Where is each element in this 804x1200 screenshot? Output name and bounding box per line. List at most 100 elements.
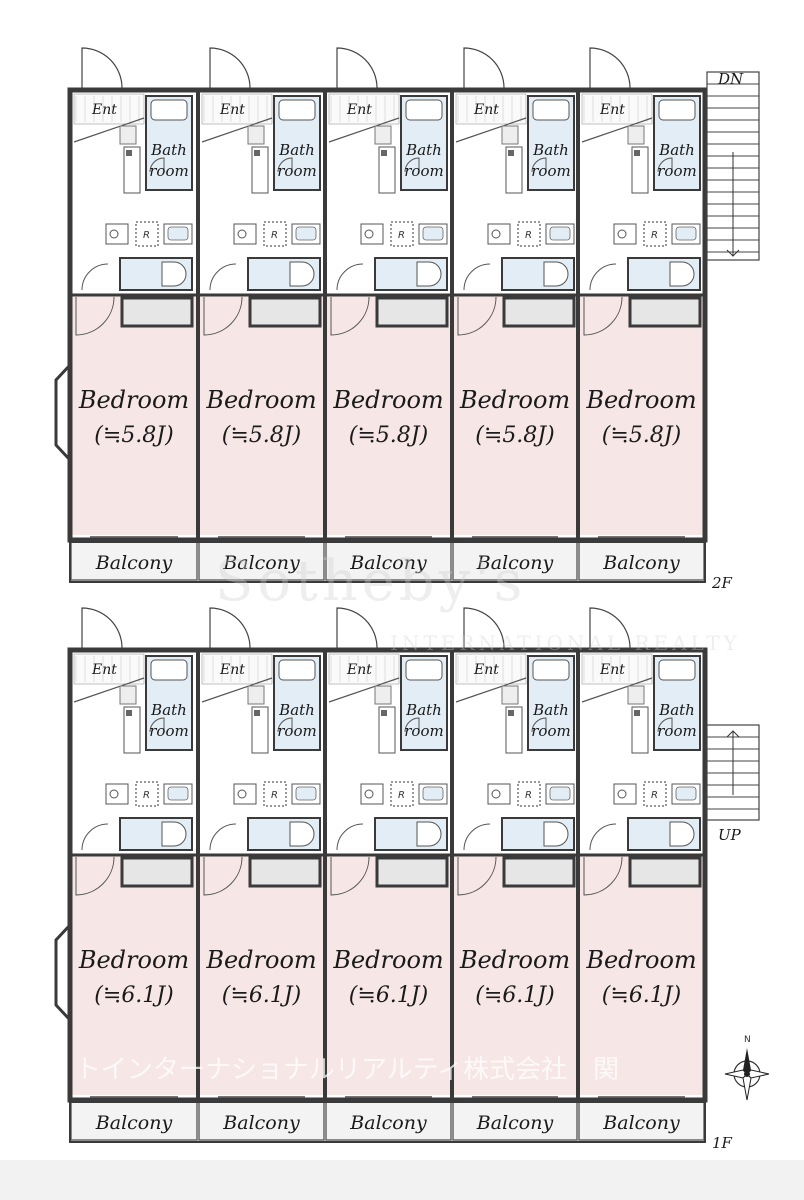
bath-door-swing bbox=[657, 717, 673, 733]
bedroom-label: Bedroom bbox=[332, 386, 443, 414]
toilet-door-swing bbox=[81, 263, 109, 291]
balcony bbox=[325, 541, 452, 581]
watermark-tagline: INTERNATIONAL REALTY bbox=[390, 631, 741, 655]
door-swing-icon bbox=[203, 856, 243, 896]
shelf-icon bbox=[119, 125, 137, 145]
bathroom-label-line1: Bath bbox=[278, 141, 315, 159]
door-swing-icon bbox=[463, 47, 505, 89]
door-swing-icon bbox=[457, 856, 497, 896]
bathtub-icon bbox=[658, 659, 696, 681]
stove-icon bbox=[613, 223, 637, 245]
bedroom-label: Bedroom bbox=[459, 386, 570, 414]
bedroom-label: Bedroom bbox=[332, 946, 443, 974]
bathroom-label-line2: room bbox=[404, 162, 443, 180]
bathroom-label-line2: room bbox=[657, 162, 696, 180]
entrance-step bbox=[581, 677, 653, 703]
balcony bbox=[70, 541, 198, 581]
closet bbox=[120, 296, 194, 328]
fridge-label: R bbox=[271, 790, 278, 801]
faucet-icon bbox=[508, 710, 514, 716]
bedroom-band bbox=[70, 295, 705, 535]
bedroom-area: (≒6.1J) bbox=[349, 983, 428, 1008]
sink-basin bbox=[422, 226, 444, 241]
bathtub-icon bbox=[278, 99, 316, 121]
balcony-label: Balcony bbox=[222, 552, 300, 574]
fridge-icon bbox=[263, 221, 287, 247]
entrance-step bbox=[455, 677, 527, 703]
bedroom-label: Bedroom bbox=[78, 386, 189, 414]
bathroom-label-line2: room bbox=[149, 162, 188, 180]
bathroom-label-line1: Bath bbox=[405, 141, 442, 159]
faucet-icon bbox=[381, 710, 387, 716]
entrance-floor bbox=[328, 653, 400, 685]
party-wall bbox=[196, 650, 200, 1100]
entrance-step bbox=[73, 117, 145, 143]
stove-icon bbox=[233, 783, 257, 805]
stove-icon bbox=[233, 223, 257, 245]
bathtub-icon bbox=[150, 99, 188, 121]
bedroom-label: Bedroom bbox=[585, 386, 696, 414]
balcony-label: Balcony bbox=[349, 1112, 427, 1134]
closet bbox=[375, 296, 449, 328]
bedroom-area: (≒5.8J) bbox=[222, 423, 301, 448]
bedroom-label: Bedroom bbox=[205, 946, 316, 974]
faucet-icon bbox=[508, 150, 514, 156]
entrance-step bbox=[581, 117, 653, 143]
shelf-icon bbox=[247, 125, 265, 145]
shelf-icon bbox=[374, 685, 392, 705]
stove-icon bbox=[487, 223, 511, 245]
entrance-step bbox=[455, 117, 527, 143]
fridge-label: R bbox=[271, 230, 278, 241]
washbasin-icon bbox=[378, 706, 396, 754]
bedroom-band bbox=[70, 855, 705, 1095]
toilet-icon bbox=[289, 261, 315, 287]
fridge-label: R bbox=[143, 230, 150, 241]
washbasin-icon bbox=[631, 706, 649, 754]
door-swing-icon bbox=[589, 47, 631, 89]
bathroom-label-line1: Bath bbox=[658, 141, 695, 159]
closet bbox=[375, 856, 449, 888]
fridge-label: R bbox=[651, 230, 658, 241]
entrance-step bbox=[201, 677, 273, 703]
stove-icon bbox=[105, 223, 129, 245]
entrance-floor bbox=[73, 653, 145, 685]
bathtub-icon bbox=[278, 659, 316, 681]
washbasin-icon bbox=[505, 706, 523, 754]
burner-icon bbox=[109, 789, 119, 799]
fridge-icon bbox=[517, 221, 541, 247]
entrance-label: Ent bbox=[473, 662, 499, 678]
toilet-icon bbox=[543, 821, 569, 847]
bedroom-label: Bedroom bbox=[459, 946, 570, 974]
sink-basin bbox=[167, 226, 189, 241]
burner-icon bbox=[617, 789, 627, 799]
closet bbox=[120, 856, 194, 888]
washbasin-icon bbox=[631, 146, 649, 194]
entrance-label: Ent bbox=[91, 102, 117, 118]
washbasin-icon bbox=[123, 706, 141, 754]
floor-2f: EntBathroomRBedroom(≒5.8J)BalconyEntBath… bbox=[54, 47, 760, 592]
stove-icon bbox=[105, 783, 129, 805]
faucet-icon bbox=[126, 710, 132, 716]
washbasin-icon bbox=[378, 146, 396, 194]
balcony-label: Balcony bbox=[95, 1112, 173, 1134]
door-swing-icon bbox=[457, 296, 497, 336]
floor-level-label: 2F bbox=[711, 574, 733, 592]
bathroom-label-line1: Bath bbox=[405, 701, 442, 719]
fridge-label: R bbox=[525, 790, 532, 801]
party-wall bbox=[323, 90, 327, 540]
bathroom-label-line2: room bbox=[149, 722, 188, 740]
bath-door-swing bbox=[404, 157, 420, 173]
entrance-step bbox=[201, 117, 273, 143]
shelf-icon bbox=[247, 685, 265, 705]
bathroom-label-line2: room bbox=[657, 722, 696, 740]
washbasin-icon bbox=[251, 146, 269, 194]
door-swing-icon bbox=[203, 296, 243, 336]
burner-icon bbox=[364, 789, 374, 799]
bathroom-label-line1: Bath bbox=[278, 701, 315, 719]
party-wall bbox=[576, 650, 580, 1100]
bay-window bbox=[54, 363, 72, 462]
bay-window bbox=[54, 923, 72, 1022]
fridge-label: R bbox=[398, 790, 405, 801]
bathtub-icon bbox=[405, 99, 443, 121]
